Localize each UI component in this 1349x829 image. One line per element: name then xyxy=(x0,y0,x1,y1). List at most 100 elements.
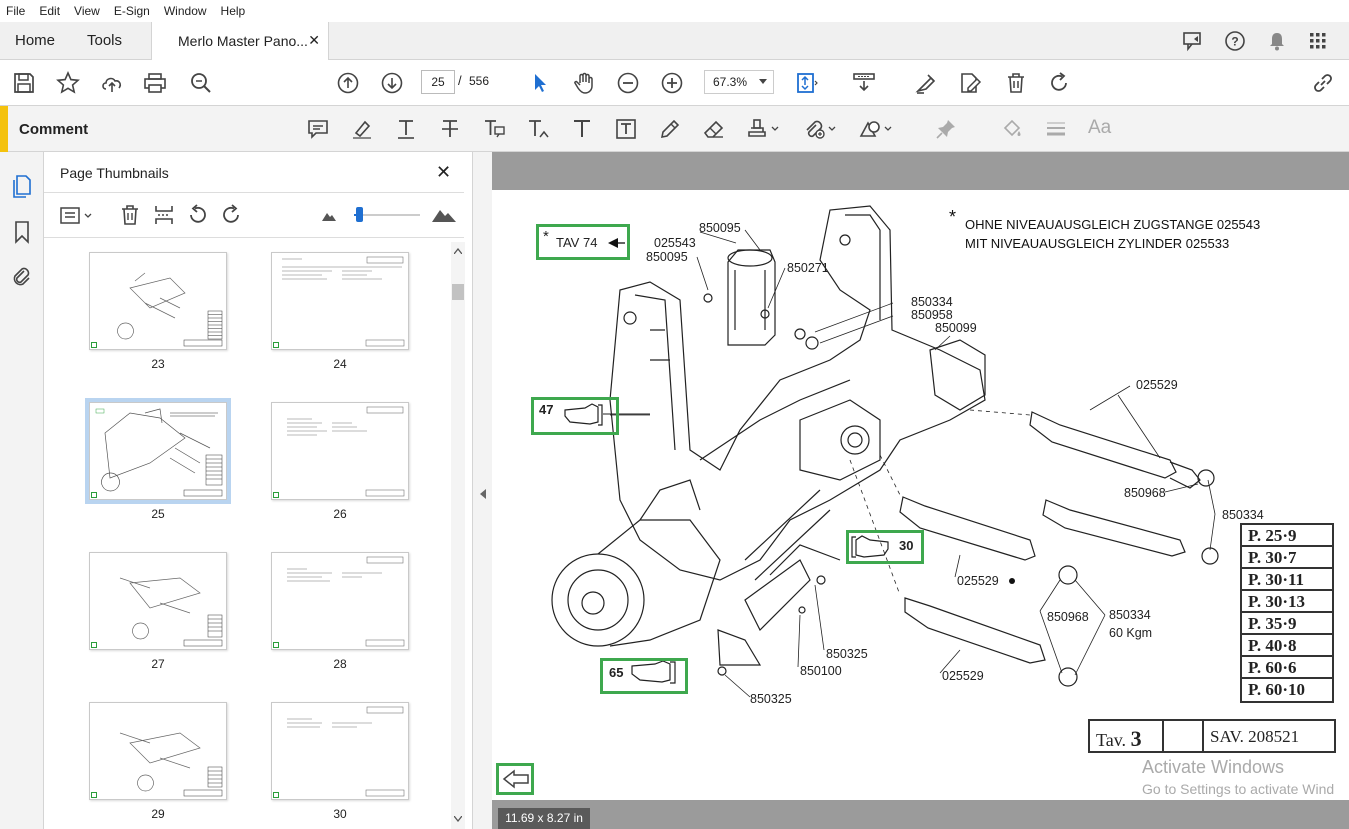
attachments-paperclip-icon[interactable] xyxy=(11,265,33,289)
page-thumbnails-icon[interactable] xyxy=(11,174,33,198)
scroll-mode-icon[interactable] xyxy=(852,71,876,95)
menu-edit[interactable]: Edit xyxy=(39,4,61,18)
pin-icon[interactable] xyxy=(934,117,958,141)
tab-close-icon[interactable]: ✕ xyxy=(308,32,320,48)
small-thumbnails-icon[interactable] xyxy=(322,209,336,221)
page-ref: P. 30·11 xyxy=(1242,569,1332,591)
add-text-icon[interactable] xyxy=(570,117,594,141)
part-label: 850325 xyxy=(826,647,868,661)
stamp-icon[interactable] xyxy=(746,117,780,141)
thumbnail-marker xyxy=(273,792,279,798)
part-label: 025543 xyxy=(654,236,696,250)
strikethrough-icon[interactable] xyxy=(438,117,462,141)
page-number-input[interactable]: 25 xyxy=(421,70,455,94)
pencil-draw-icon[interactable] xyxy=(658,117,682,141)
previous-page-icon[interactable] xyxy=(336,71,360,95)
thumbnail-page-26[interactable] xyxy=(271,402,409,500)
text-box-icon[interactable] xyxy=(614,117,638,141)
bookmark-star-icon[interactable] xyxy=(56,71,80,95)
thumbnail-page-27-preview xyxy=(119,577,223,647)
back-arrow-button[interactable] xyxy=(496,763,534,795)
rotate-clockwise-icon[interactable] xyxy=(220,204,242,226)
thumbnail-page-27[interactable] xyxy=(89,552,227,650)
link-box-ref65[interactable]: 65 xyxy=(600,658,688,694)
menu-esign[interactable]: E-Sign xyxy=(113,4,150,18)
delete-pages-icon[interactable] xyxy=(120,204,140,226)
collapse-panel-icon[interactable] xyxy=(479,489,486,499)
sav-number: SAV. 208521 xyxy=(1210,727,1300,746)
thumbnail-size-slider-track[interactable] xyxy=(354,214,420,216)
rotate-counterclockwise-icon[interactable] xyxy=(187,204,209,226)
thumbnail-page-30[interactable] xyxy=(271,702,409,800)
fill-color-icon[interactable] xyxy=(1000,117,1024,141)
select-cursor-icon[interactable] xyxy=(528,71,552,95)
thumbnail-page-24[interactable] xyxy=(271,252,409,350)
rotate-icon[interactable] xyxy=(1047,71,1071,95)
menu-window[interactable]: Window xyxy=(163,4,207,18)
replace-text-icon[interactable] xyxy=(482,117,506,141)
thumbnail-number: 23 xyxy=(151,357,165,371)
text-style-label[interactable]: Aa xyxy=(1088,117,1112,138)
sticky-note-icon[interactable] xyxy=(306,117,330,141)
save-icon[interactable] xyxy=(12,71,36,95)
share-comments-icon[interactable] xyxy=(1182,30,1204,52)
zoom-dropdown-arrow-icon[interactable] xyxy=(759,79,767,84)
insert-text-icon[interactable] xyxy=(526,117,550,141)
comment-accent-bar xyxy=(0,106,8,152)
thumbnail-page-30-preview xyxy=(287,706,405,797)
menu-view[interactable]: View xyxy=(74,4,100,18)
delete-icon[interactable] xyxy=(1004,71,1028,95)
part-label: 60 Kgm xyxy=(1109,626,1152,640)
page-ref: P. 40·8 xyxy=(1242,635,1332,657)
scroll-up-icon[interactable] xyxy=(454,248,462,254)
hand-tool-icon[interactable] xyxy=(572,71,596,95)
panel-toolbar xyxy=(44,192,464,238)
comment-toolbar: Comment Aa xyxy=(0,106,1349,152)
eraser-icon[interactable] xyxy=(702,117,726,141)
thumbnail-page-25[interactable] xyxy=(85,398,231,504)
large-thumbnails-icon[interactable] xyxy=(432,206,456,222)
tab-tools[interactable]: Tools xyxy=(87,32,123,49)
tab-home[interactable]: Home xyxy=(15,32,56,49)
menu-file[interactable]: File xyxy=(6,4,26,18)
link-box-tav74[interactable]: * TAV 74 xyxy=(536,224,630,260)
print-icon[interactable] xyxy=(143,71,167,95)
zoom-level-select[interactable]: 67.3% xyxy=(704,70,774,94)
zoom-search-icon[interactable] xyxy=(189,71,213,95)
page-separator: / xyxy=(458,73,462,88)
thumbnail-page-24-preview xyxy=(282,256,405,347)
share-link-icon[interactable] xyxy=(1311,71,1335,95)
link-box-ref47[interactable]: 47 xyxy=(531,397,619,435)
tab-document[interactable]: Merlo Master Pano... ✕ xyxy=(151,22,329,60)
thumbnail-page-28[interactable] xyxy=(271,552,409,650)
panel-splitter[interactable] xyxy=(472,152,492,829)
thumbnail-scrollbar[interactable] xyxy=(451,242,465,829)
thumbnail-options-icon[interactable] xyxy=(60,206,94,226)
underline-text-icon[interactable] xyxy=(394,117,418,141)
attach-file-icon[interactable] xyxy=(802,117,836,141)
fill-sign-icon[interactable] xyxy=(914,71,938,95)
scroll-down-icon[interactable] xyxy=(454,816,462,822)
zoom-out-icon[interactable] xyxy=(616,71,640,95)
panel-close-icon[interactable]: ✕ xyxy=(436,162,452,182)
page-ref: P. 35·9 xyxy=(1242,613,1332,635)
shapes-icon[interactable] xyxy=(858,117,892,141)
link-box-ref30[interactable]: 30 xyxy=(846,530,924,564)
edit-pdf-icon[interactable] xyxy=(958,71,982,95)
apps-grid-icon[interactable] xyxy=(1307,30,1329,52)
zoom-in-icon[interactable] xyxy=(660,71,684,95)
upload-cloud-icon[interactable] xyxy=(100,71,124,95)
fit-page-icon[interactable] xyxy=(795,71,819,95)
thumbnail-page-29[interactable] xyxy=(89,702,227,800)
scrollbar-thumb[interactable] xyxy=(452,284,464,300)
notifications-bell-icon[interactable] xyxy=(1266,30,1288,52)
thumbnail-size-slider-handle[interactable] xyxy=(356,207,363,222)
highlight-icon[interactable] xyxy=(350,117,374,141)
menu-help[interactable]: Help xyxy=(220,4,246,18)
next-page-icon[interactable] xyxy=(380,71,404,95)
help-icon[interactable]: ? xyxy=(1224,30,1246,52)
bookmarks-icon[interactable] xyxy=(12,220,32,244)
line-style-icon[interactable] xyxy=(1044,117,1068,141)
extract-pages-icon[interactable] xyxy=(154,204,174,226)
thumbnail-page-23[interactable] xyxy=(89,252,227,350)
